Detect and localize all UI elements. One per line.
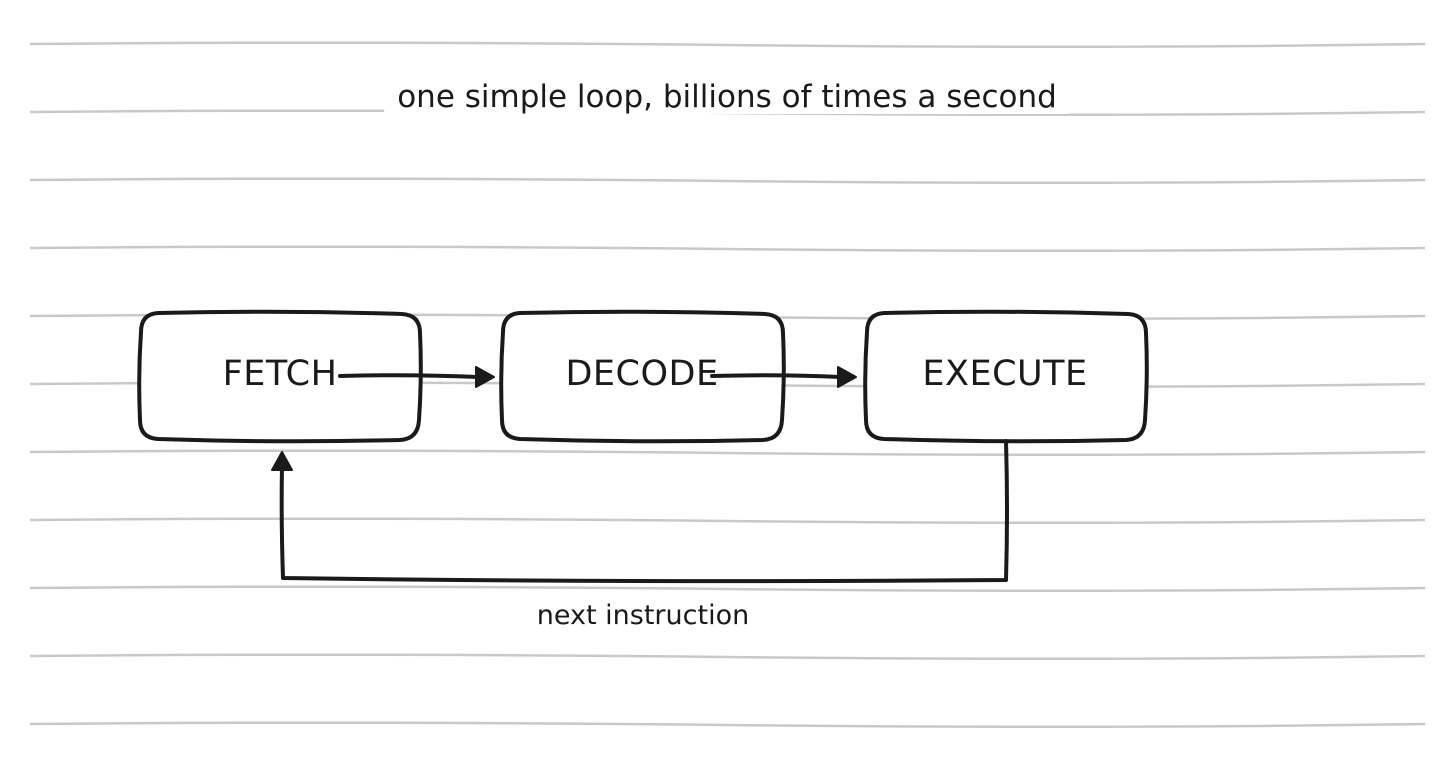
ruled-line	[29, 449, 1426, 457]
execute-box	[863, 309, 1149, 444]
ruled-line	[29, 177, 1426, 185]
stage-execute: EXECUTE	[863, 309, 1149, 444]
loop-line	[279, 439, 1009, 584]
ruled-line	[29, 41, 1426, 49]
fetch-box	[137, 309, 423, 444]
arrowhead	[271, 451, 293, 471]
decode-label: DECODE	[565, 354, 718, 394]
execute-label: EXECUTE	[922, 354, 1087, 394]
diagram-title: one simple loop, billions of times a sec…	[397, 79, 1057, 115]
arrow-decode-to-execute	[710, 366, 857, 388]
arrowhead	[837, 366, 857, 388]
loop-label: next instruction	[537, 600, 749, 631]
fetch-label: FETCH	[223, 354, 338, 394]
arrowhead	[475, 366, 495, 388]
stage-decode: DECODE	[499, 309, 786, 444]
diagram-title-group: one simple loop, billions of times a sec…	[384, 76, 1070, 115]
ruled-line	[29, 585, 1426, 593]
title-background	[384, 76, 1070, 114]
arrow-fetch-to-decode	[338, 366, 495, 388]
ruled-line	[29, 245, 1426, 253]
ruled-line	[29, 721, 1426, 729]
decode-box	[499, 309, 786, 444]
loop-back-arrow	[271, 439, 1009, 584]
ruled-line	[29, 653, 1426, 661]
stage-fetch: FETCH	[137, 309, 423, 444]
arrow-line	[710, 373, 842, 379]
ruled-line	[29, 517, 1426, 525]
arrow-line	[338, 373, 480, 379]
